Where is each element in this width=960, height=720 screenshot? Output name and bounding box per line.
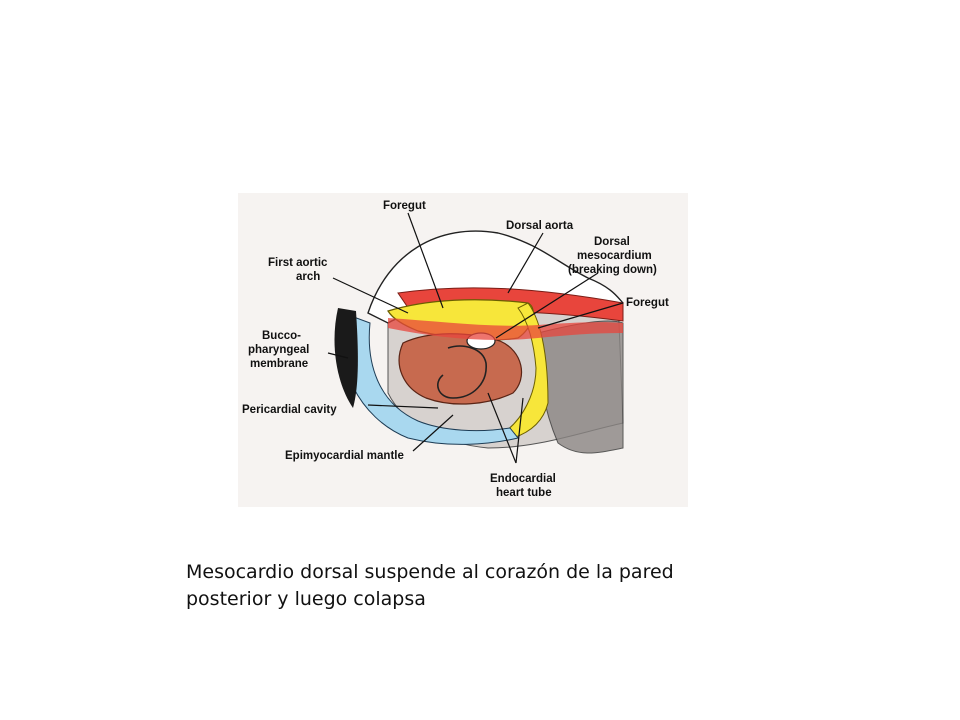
first-aortic-arch-shape — [388, 318, 623, 340]
label-dorsal-mesocardium-3: (breaking down) — [568, 264, 657, 276]
endocardial-tube — [437, 345, 487, 399]
label-endocardial-heart-tube-2: heart tube — [496, 487, 552, 499]
epimyocardium-shape — [398, 333, 523, 405]
label-buccopharyngeal-3: membrane — [250, 358, 308, 370]
label-epimyocardial-mantle: Epimyocardial mantle — [285, 450, 404, 462]
label-endocardial-heart-tube-1: Endocardial — [490, 473, 556, 485]
label-dorsal-mesocardium-2: mesocardium — [577, 250, 652, 262]
diagram-svg: Foregut Dorsal aorta Dorsal mesocardium … — [242, 200, 669, 499]
caption-line-1: Mesocardio dorsal suspende al corazón de… — [186, 561, 674, 583]
caption: Mesocardio dorsal suspende al corazón de… — [186, 559, 826, 613]
label-dorsal-mesocardium-1: Dorsal — [594, 236, 630, 248]
label-buccopharyngeal-2: pharyngeal — [248, 344, 309, 356]
label-first-aortic-arch-1: First aortic — [268, 257, 328, 269]
embryo-heart-diagram: Foregut Dorsal aorta Dorsal mesocardium … — [238, 193, 688, 507]
label-pericardial-cavity: Pericardial cavity — [242, 404, 337, 416]
leader-lines — [327, 212, 624, 464]
label-dorsal-aorta: Dorsal aorta — [506, 220, 574, 232]
pericardial-cavity-shape — [340, 312, 519, 445]
label-first-aortic-arch-2: arch — [296, 271, 320, 283]
label-buccopharyngeal-1: Bucco- — [262, 330, 301, 342]
label-foregut-top: Foregut — [383, 200, 426, 212]
label-foregut-right: Foregut — [626, 297, 669, 309]
caption-line-2: posterior y luego colapsa — [186, 588, 426, 610]
